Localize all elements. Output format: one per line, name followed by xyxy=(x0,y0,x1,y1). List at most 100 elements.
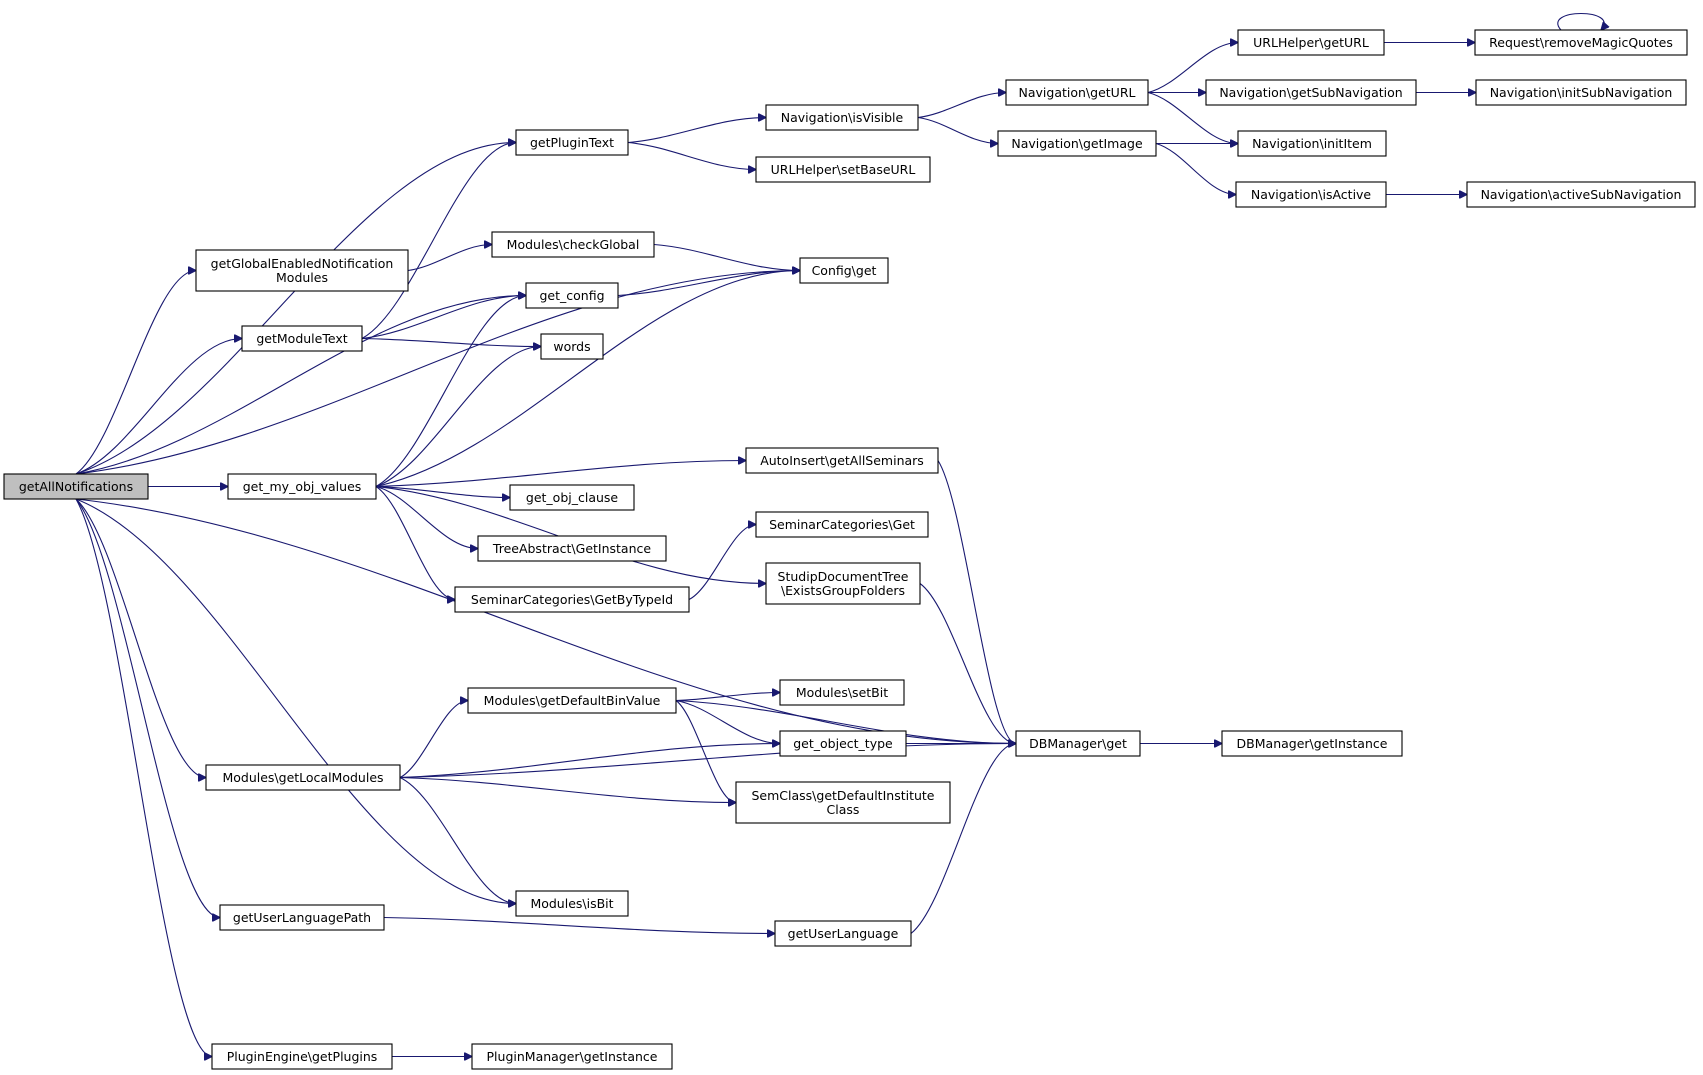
node-label: Modules\setBit xyxy=(796,685,888,700)
node-navigation-is-active[interactable]: Navigation\isActive xyxy=(1235,181,1387,208)
edge-modules-get-local-modules-to-sem-class-get-default-institute-class xyxy=(399,776,736,803)
edge-modules-get-local-modules-to-modules-is-bit xyxy=(399,777,516,904)
node-box xyxy=(745,447,939,474)
node-plugin-manager-get-instance[interactable]: PluginManager\getInstance xyxy=(471,1043,673,1070)
node-get-my-obj-values[interactable]: get_my_obj_values xyxy=(227,473,377,500)
node-modules-set-bit[interactable]: Modules\setBit xyxy=(779,679,905,706)
node-label: StudipDocumentTree xyxy=(778,569,909,584)
node-box xyxy=(799,257,889,284)
node-get-plugin-text[interactable]: getPluginText xyxy=(515,129,629,156)
edge-get-all-notifications-to-get-plugin-text xyxy=(75,143,516,475)
node-label: Modules xyxy=(276,270,328,285)
edge-get-my-obj-values-to-config-get xyxy=(375,271,800,488)
node-navigation-get-image[interactable]: Navigation\getImage xyxy=(997,130,1157,157)
edge-modules-get-default-bin-value-to-modules-set-bit xyxy=(675,693,780,702)
node-navigation-is-visible[interactable]: Navigation\isVisible xyxy=(765,104,919,131)
node-words[interactable]: words xyxy=(540,333,604,360)
node-label: get_config xyxy=(539,288,604,303)
node-seminar-categories-get-by-type-id[interactable]: SeminarCategories\GetByTypeId xyxy=(454,586,690,613)
edge-get-module-text-to-get-config xyxy=(361,296,526,340)
node-navigation-get-sub-navigation[interactable]: Navigation\getSubNavigation xyxy=(1205,79,1417,106)
edge-modules-get-local-modules-to-modules-get-default-bin-value xyxy=(399,701,468,778)
node-auto-insert-get-all-seminars[interactable]: AutoInsert\getAllSeminars xyxy=(745,447,939,474)
node-box xyxy=(515,129,629,156)
node-label: DBManager\getInstance xyxy=(1237,736,1388,751)
node-get-user-language-path[interactable]: getUserLanguagePath xyxy=(219,904,385,931)
node-box xyxy=(525,282,619,309)
edge-get-global-enabled-notification-modules-to-modules-check-global xyxy=(407,245,492,272)
node-label: Class xyxy=(827,802,860,817)
node-box xyxy=(774,920,912,947)
node-studip-document-tree-exists-group-folders[interactable]: StudipDocumentTree\ExistsGroupFolders xyxy=(765,562,921,605)
node-navigation-init-item[interactable]: Navigation\initItem xyxy=(1237,130,1387,157)
node-label: URLHelper\getURL xyxy=(1253,35,1369,50)
edge-get-all-notifications-to-plugin-engine-get-plugins xyxy=(75,498,212,1057)
edge-modules-get-default-bin-value-to-sem-class-get-default-institute-class xyxy=(675,700,736,803)
node-label: Navigation\getImage xyxy=(1011,136,1143,151)
node-box xyxy=(779,730,907,757)
edge-get-my-obj-values-to-words xyxy=(375,347,541,488)
node-label: TreeAbstract\GetInstance xyxy=(492,541,651,556)
node-modules-get-default-bin-value[interactable]: Modules\getDefaultBinValue xyxy=(467,687,677,714)
node-navigation-active-sub-navigation[interactable]: Navigation\activeSubNavigation xyxy=(1466,181,1696,208)
node-dbmanager-get[interactable]: DBManager\get xyxy=(1015,730,1141,757)
node-urlhelper-get-url[interactable]: URLHelper\getURL xyxy=(1237,29,1385,56)
node-modules-get-local-modules[interactable]: Modules\getLocalModules xyxy=(205,764,401,791)
node-urlhelper-set-base-url[interactable]: URLHelper\setBaseURL xyxy=(755,156,931,183)
node-box xyxy=(540,333,604,360)
edge-get-plugin-text-to-navigation-is-visible xyxy=(627,118,766,144)
node-get-config[interactable]: get_config xyxy=(525,282,619,309)
node-box xyxy=(1015,730,1141,757)
node-get-object-type[interactable]: get_object_type xyxy=(779,730,907,757)
node-label: Navigation\isActive xyxy=(1251,187,1372,202)
edge-get-all-notifications-to-get-module-text xyxy=(75,339,242,475)
node-seminar-categories-get[interactable]: SeminarCategories\Get xyxy=(755,511,929,538)
node-box xyxy=(1474,29,1688,56)
node-navigation-init-sub-navigation[interactable]: Navigation\initSubNavigation xyxy=(1475,79,1687,106)
node-plugin-engine-get-plugins[interactable]: PluginEngine\getPlugins xyxy=(211,1043,393,1070)
node-navigation-get-url[interactable]: Navigation\getURL xyxy=(1005,79,1149,106)
edge-get-all-notifications-to-config-get xyxy=(75,271,800,475)
node-label: Navigation\getSubNavigation xyxy=(1219,85,1402,100)
edge-get-my-obj-values-to-get-obj-clause xyxy=(375,485,510,498)
edge-modules-get-local-modules-to-get-object-type xyxy=(399,744,780,779)
node-box xyxy=(997,130,1157,157)
edge-get-user-language-to-dbmanager-get xyxy=(910,744,1016,934)
node-config-get[interactable]: Config\get xyxy=(799,257,889,284)
node-get-module-text[interactable]: getModuleText xyxy=(241,325,363,352)
node-label: DBManager\get xyxy=(1029,736,1127,751)
node-modules-is-bit[interactable]: Modules\isBit xyxy=(515,890,629,917)
node-box xyxy=(1237,130,1387,157)
edge-navigation-get-url-to-navigation-init-item xyxy=(1147,91,1238,144)
node-label: SeminarCategories\GetByTypeId xyxy=(471,592,673,607)
node-label: getUserLanguage xyxy=(788,926,899,941)
node-modules-check-global[interactable]: Modules\checkGlobal xyxy=(491,231,655,258)
node-get-all-notifications[interactable]: getAllNotifications xyxy=(3,473,149,500)
edge-modules-get-local-modules-to-dbmanager-get xyxy=(399,744,1016,779)
node-box xyxy=(1005,79,1149,106)
node-label: Request\removeMagicQuotes xyxy=(1489,35,1673,50)
edge-get-module-text-to-words xyxy=(361,337,541,347)
node-get-user-language[interactable]: getUserLanguage xyxy=(774,920,912,947)
node-label: AutoInsert\getAllSeminars xyxy=(760,453,924,468)
node-box xyxy=(454,586,690,613)
edge-get-all-notifications-to-modules-get-local-modules xyxy=(75,498,206,778)
node-label: Navigation\getURL xyxy=(1019,85,1136,100)
node-label: PluginManager\getInstance xyxy=(487,1049,658,1064)
node-box xyxy=(1466,181,1696,208)
node-label: PluginEngine\getPlugins xyxy=(227,1049,378,1064)
node-box xyxy=(509,484,635,511)
node-label: getPluginText xyxy=(530,135,614,150)
node-dbmanager-get-instance[interactable]: DBManager\getInstance xyxy=(1221,730,1403,757)
node-box xyxy=(755,156,931,183)
node-label: get_obj_clause xyxy=(526,490,619,505)
node-tree-abstract-get-instance[interactable]: TreeAbstract\GetInstance xyxy=(477,535,667,562)
node-get-obj-clause[interactable]: get_obj_clause xyxy=(509,484,635,511)
node-request-remove-magic-quotes[interactable]: Request\removeMagicQuotes xyxy=(1474,29,1688,56)
edge-auto-insert-get-all-seminars-to-dbmanager-get xyxy=(937,460,1016,744)
node-box xyxy=(467,687,677,714)
edge-get-my-obj-values-to-get-config xyxy=(375,296,526,487)
